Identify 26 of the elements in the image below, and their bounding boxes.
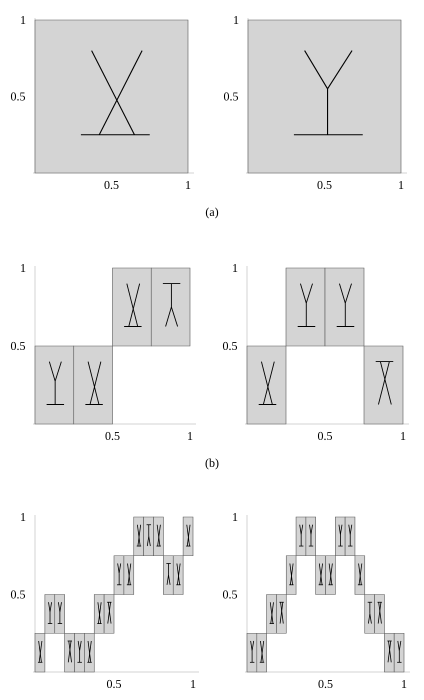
- tick-label: 0.5: [10, 590, 26, 599]
- tick-label: 1: [233, 264, 238, 272]
- tick-label: 0.5: [105, 432, 120, 440]
- tick-label: 0.5: [224, 92, 238, 101]
- tick-label: 1: [186, 181, 190, 189]
- tick-label: 1: [234, 16, 238, 24]
- tick-label: 0.5: [10, 92, 26, 101]
- tick-label: 1: [191, 680, 196, 688]
- tick-label: 0.5: [318, 432, 332, 440]
- tick-label: 1: [233, 513, 238, 521]
- tick-label: 1: [401, 432, 406, 440]
- tick-label: 1: [188, 432, 192, 440]
- tick-label: 1: [21, 264, 26, 272]
- panel-label: (a): [206, 208, 218, 218]
- tick-label: 1: [399, 181, 404, 189]
- tick-label: 0.5: [104, 180, 119, 190]
- tick-label: 0.5: [106, 680, 122, 688]
- tick-label: 0.5: [318, 680, 333, 688]
- tick-label: 0.5: [222, 590, 238, 599]
- tick-label: 1: [21, 513, 26, 521]
- panel-label: (b): [206, 458, 218, 470]
- tick-label: 0.5: [222, 342, 238, 350]
- tick-label: 0.5: [317, 180, 332, 190]
- tick-label: 0.5: [10, 342, 26, 350]
- tick-label: 1: [21, 16, 26, 24]
- tick-label: 1: [402, 680, 406, 688]
